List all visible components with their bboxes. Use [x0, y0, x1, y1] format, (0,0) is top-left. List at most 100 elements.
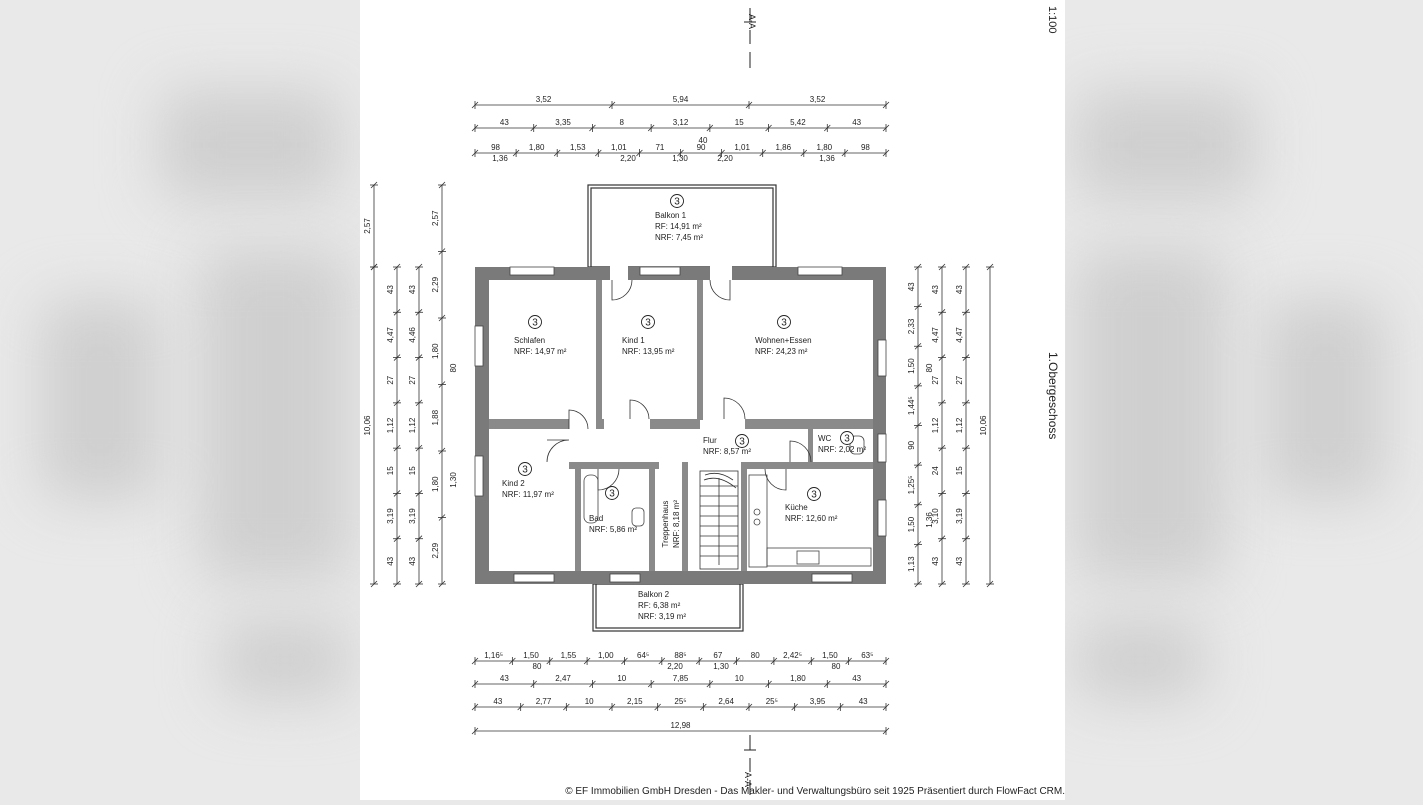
- dimension-label-top: 98: [861, 143, 870, 152]
- room-number: 3: [674, 197, 680, 208]
- dimension-label-right: 1,44⁵: [907, 396, 916, 415]
- dimension-label-bottom: 63⁵: [861, 651, 873, 660]
- dimension-label-left: 10,06: [363, 415, 372, 436]
- dimension-label-left: 4,46: [408, 327, 417, 343]
- dimension-label-top-sub: 1,36: [492, 154, 508, 163]
- dimension-label-bottom: 1,80: [790, 674, 806, 683]
- room-name: Wohnen+Essen: [755, 336, 812, 345]
- dimension-label-bottom: 64⁵: [637, 651, 649, 660]
- dimension-label-left: 3,19: [386, 508, 395, 524]
- dimension-label-bottom: 88⁵: [674, 651, 686, 660]
- dimension-label-top-sub: 2,20: [717, 154, 733, 163]
- blurred-background-right: [1065, 0, 1423, 800]
- dimension-label-right: 1,50: [907, 516, 916, 532]
- room-area: NRF: 3,19 m²: [638, 612, 686, 621]
- room-area: RF: 14,91 m²: [655, 222, 702, 231]
- dimension-label-left: 2,57: [363, 218, 372, 234]
- copyright-text: © EF Immobilien GmbH Dresden - Das Makle…: [565, 786, 1065, 797]
- blurred-background-left: [0, 0, 360, 800]
- dimension-label-top-sub: 40: [699, 136, 708, 145]
- dimension-label-left: 43: [386, 556, 395, 565]
- dimension-label-bottom: 2,64: [718, 697, 734, 706]
- dimension-label-left: 2,29: [431, 276, 440, 292]
- room-number: 3: [522, 465, 528, 476]
- dimension-label-left-sub: 1,30: [449, 472, 458, 488]
- staircase: [699, 470, 739, 570]
- room-name: Balkon 2: [638, 590, 670, 599]
- dimension-label-right: 90: [907, 440, 916, 449]
- dimension-label-top-sub: 1,30: [672, 154, 688, 163]
- dimension-label-left: 15: [408, 466, 417, 475]
- room-name: Flur: [703, 436, 717, 445]
- dimension-label-bottom: 25⁵: [674, 697, 686, 706]
- room-area: RF: 6,38 m²: [638, 601, 681, 610]
- dimension-label-bottom: 43: [493, 697, 502, 706]
- dimension-label-right: 43: [955, 285, 964, 294]
- dimension-label-top: 5,42: [790, 118, 806, 127]
- dimension-label-top: 43: [500, 118, 509, 127]
- dimension-label-right: 4,47: [955, 327, 964, 343]
- room-name: Treppenhaus: [661, 501, 670, 548]
- dimension-label-right: 43: [931, 556, 940, 565]
- dimension-label-top: 5,94: [673, 95, 689, 104]
- dimension-label-left: 2,29: [431, 542, 440, 558]
- dimension-label-left: 1,88: [431, 409, 440, 425]
- room-area: NRF: 24,23 m²: [755, 347, 808, 356]
- dimension-label-bottom: 10: [585, 697, 594, 706]
- dimension-label-bottom: 2,77: [536, 697, 552, 706]
- dimension-label-top: 1,80: [817, 143, 833, 152]
- dimension-label-left-sub: 80: [449, 363, 458, 372]
- dimension-label-right: 1,50: [907, 358, 916, 374]
- dimension-label-left: 15: [386, 466, 395, 475]
- dimension-label-top: 15: [735, 118, 744, 127]
- dimension-label-bottom: 2,15: [627, 697, 643, 706]
- dimension-label-right: 3,19: [955, 508, 964, 524]
- dimension-label-bottom: 10: [735, 674, 744, 683]
- room-number: 3: [811, 490, 817, 501]
- room-name: Schlafen: [514, 336, 545, 345]
- dimension-label-right: 1,12: [955, 417, 964, 433]
- dimension-label-right-sub: 80: [925, 363, 934, 372]
- dimension-label-right: 43: [907, 282, 916, 291]
- dimension-label-left: 43: [386, 285, 395, 294]
- dimension-label-right: 27: [955, 375, 964, 384]
- dimension-label-right: 15: [955, 466, 964, 475]
- dimension-label-right: 3,10: [931, 508, 940, 524]
- dimension-label-top: 43: [852, 118, 861, 127]
- dimension-label-right-sub: 1,36: [925, 512, 934, 528]
- dimension-label-bottom-sub: 80: [832, 662, 841, 671]
- dimension-label-left: 43: [408, 556, 417, 565]
- room-number: 3: [532, 318, 538, 329]
- dimension-label-bottom: 67: [713, 651, 722, 660]
- dimension-label-right: 10,06: [979, 415, 988, 436]
- section-label-top: A-A: [747, 14, 757, 29]
- dimension-label-bottom: 2,42⁵: [783, 651, 802, 660]
- dimension-label-bottom: 80: [751, 651, 760, 660]
- dimension-label-bottom: 10: [617, 674, 626, 683]
- dimension-label-left: 43: [408, 285, 417, 294]
- dimension-label-top: 1,01: [734, 143, 750, 152]
- dimension-label-left: 2,57: [431, 210, 440, 226]
- dimension-label-top: 90: [697, 143, 706, 152]
- room-area: NRF: 12,60 m²: [785, 514, 838, 523]
- dimension-label-top: 98: [491, 143, 500, 152]
- section-marker-bottom: [744, 735, 756, 795]
- dimension-label-right: 4,47: [931, 327, 940, 343]
- dimension-label-right: 27: [931, 375, 940, 384]
- room-label-balkon2: Balkon 2 RF: 6,38 m² NRF: 3,19 m²: [638, 590, 686, 621]
- room-name: Bad: [589, 514, 603, 523]
- room-number: 3: [781, 318, 787, 329]
- dimension-label-top: 1,53: [570, 143, 586, 152]
- room-area: NRF: 14,97 m²: [514, 347, 567, 356]
- dimension-lines: [370, 101, 994, 735]
- room-number: 3: [609, 489, 615, 500]
- dimension-label-bottom: 7,85: [673, 674, 689, 683]
- room-area: NRF: 8,18 m²: [672, 500, 681, 548]
- doors: [546, 279, 812, 491]
- dimension-label-left: 1,12: [408, 417, 417, 433]
